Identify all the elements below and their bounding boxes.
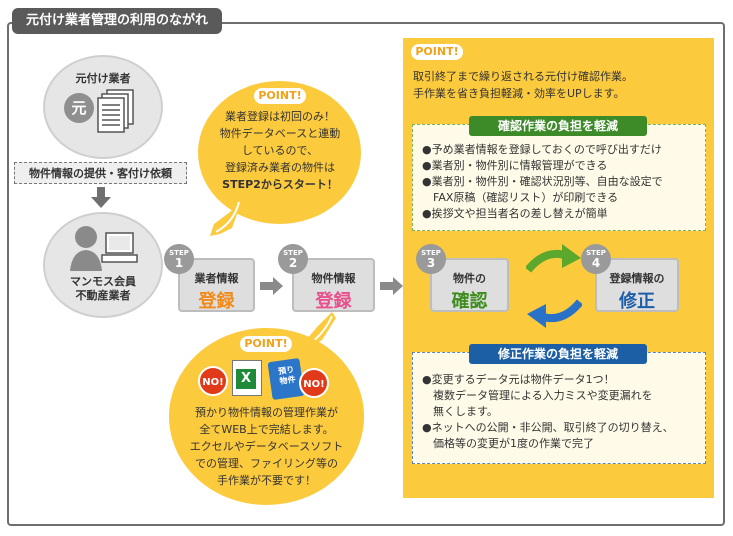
documents-icon <box>97 89 134 133</box>
right-intro-1: 取引終了まで繰り返される元付け確認作業。 <box>413 70 633 83</box>
point1-line-2: 物件データベースと連動 <box>219 127 341 140</box>
step1-line2: 登録 <box>198 291 235 312</box>
fix-item-1-cont-1: 複数データ管理による入力ミスや変更漏れを <box>433 389 653 402</box>
step3-box: 物件の 確認 <box>430 258 509 312</box>
moto-badge: 元 <box>64 93 94 123</box>
right-arrow-icon <box>260 277 283 295</box>
step4-badge: STEP 4 <box>581 244 611 274</box>
member-agent-circle <box>43 212 163 318</box>
point1-line-5: STEP2からスタート！ <box>222 178 338 191</box>
moto-agent-circle <box>43 55 163 159</box>
step3-badge: STEP 3 <box>416 244 446 274</box>
point2-text: 預かり物件情報の管理作業が 全てWEB上で完結します。 エクセルやデータベースソ… <box>178 404 355 489</box>
right-arrow-to-panel-icon <box>380 277 403 295</box>
confirm-item-4: ●挨拶文や担当者名の差し替えが簡単 <box>422 207 608 220</box>
point2-line-2: 全てWEB上で完結します。 <box>199 423 334 436</box>
point2-label: POINT! <box>240 336 292 352</box>
request-label-box: 物件情報の提供・客付け依頼 <box>14 162 187 184</box>
step2-line2: 登録 <box>315 291 352 312</box>
step4-box: 登録情報の 修正 <box>595 258 679 312</box>
outer-frame <box>7 22 725 526</box>
step4-word: STEP <box>586 249 606 257</box>
confirm-item-2: ●業者別・物件別に情報管理ができる <box>422 159 608 172</box>
point1-circle <box>198 81 361 224</box>
step2-line1: 物件情報 <box>311 272 356 285</box>
point1-pointer-icon <box>210 200 242 236</box>
confirm-panel <box>412 124 706 231</box>
step4-line1: 登録情報の <box>609 272 665 285</box>
binder-label: 預り 物件 <box>273 364 302 387</box>
point2-line-1: 預かり物件情報の管理作業が <box>195 406 338 419</box>
step1-badge: STEP 1 <box>164 244 194 274</box>
fix-panel <box>412 352 706 464</box>
point1-line-1: 業者登録は初回のみ！ <box>225 110 335 123</box>
step3-word: STEP <box>421 249 441 257</box>
down-arrow-icon <box>91 187 111 208</box>
step1-word: STEP <box>169 249 189 257</box>
right-intro: 取引終了まで繰り返される元付け確認作業。 手作業を省き負担軽減・効率をUPします… <box>413 68 709 102</box>
step1-box: 業者情報 登録 <box>178 258 255 312</box>
backward-cycle-arrow-icon <box>527 299 582 328</box>
point2-line-5: 手作業が不要です！ <box>217 474 316 487</box>
point1-label: POINT! <box>254 88 306 104</box>
step4-number: 4 <box>591 256 601 270</box>
member-agent-label-2: 不動産業者 <box>75 289 131 302</box>
confirm-item-3: ●業者別・物件別・確認状況別等、自由な設定で <box>422 175 663 188</box>
point1-line-4: 登録済み業者の物件は <box>225 161 335 174</box>
fix-item-1-cont-2: 無くします。 <box>433 405 498 418</box>
right-intro-2: 手作業を省き負担軽減・効率をUPします。 <box>413 87 625 100</box>
person-computer-icon <box>70 226 138 271</box>
fix-item-2: ●ネットへの公開・非公開、取引終了の切り替え、 <box>422 421 674 434</box>
member-agent-label-1: マンモス会員 <box>70 275 136 288</box>
step2-word: STEP <box>283 249 303 257</box>
point1-line-3: しているので、 <box>241 144 319 157</box>
confirm-item-3-cont: FAX原稿（確認リスト）が印刷できる <box>433 191 619 204</box>
point2-circle <box>169 328 364 505</box>
fix-item-2-cont: 価格等の変更が1度の作業で完了 <box>433 437 594 450</box>
confirm-item-1: ●予め業者情報を登録しておくので呼び出すだけ <box>422 143 662 156</box>
point2-line-4: での管理、ファイリング等の <box>195 457 338 470</box>
step3-line1: 物件の <box>453 272 486 285</box>
no-badge-right: NO! <box>299 368 329 398</box>
fix-list: ●変更するデータ元は物件データ1つ！ 複数データ管理による入力ミスや変更漏れを … <box>422 372 704 452</box>
step2-badge: STEP 2 <box>278 244 308 274</box>
no-badge-left: NO! <box>198 366 228 396</box>
step2-number: 2 <box>288 256 298 270</box>
fix-header: 修正作業の負担を軽減 <box>469 344 647 364</box>
step4-line2: 修正 <box>619 291 655 312</box>
right-point-label: POINT! <box>411 44 463 60</box>
confirm-header: 確認作業の負担を軽減 <box>469 116 647 136</box>
page-title: 元付け業者管理の利用のながれ <box>12 8 223 34</box>
step2-box: 物件情報 登録 <box>292 258 375 312</box>
step1-number: 1 <box>174 256 184 270</box>
confirm-list: ●予め業者情報を登録しておくので呼び出すだけ ●業者別・物件別に情報管理ができる… <box>422 142 704 222</box>
forward-cycle-arrow-icon <box>526 244 581 273</box>
step3-number: 3 <box>426 256 436 270</box>
excel-letter: X <box>236 369 256 389</box>
fix-item-1: ●変更するデータ元は物件データ1つ！ <box>422 373 615 386</box>
point1-text: 業者登録は初回のみ！ 物件データベースと連動 しているので、 登録済み業者の物件… <box>205 108 355 193</box>
step1-line1: 業者情報 <box>194 272 239 285</box>
step3-line2: 確認 <box>451 291 488 312</box>
point2-line-3: エクセルやデータベースソフト <box>189 440 344 453</box>
moto-agent-label: 元付け業者 <box>75 72 131 85</box>
